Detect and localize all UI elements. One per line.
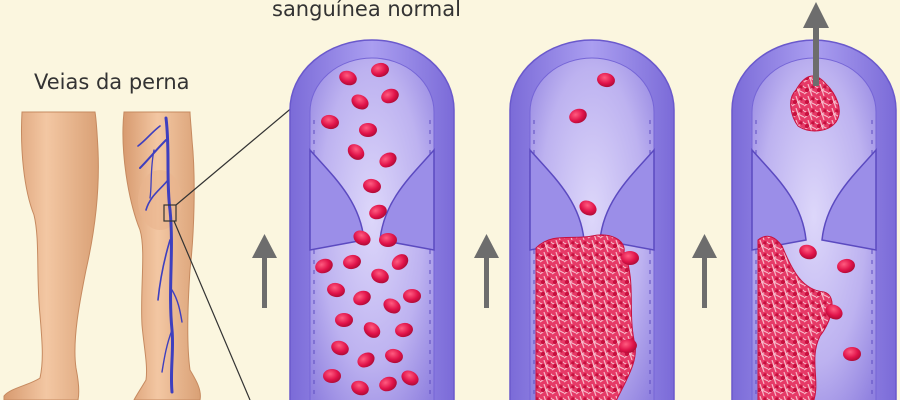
blood-cell bbox=[363, 322, 381, 338]
blood-cell bbox=[353, 230, 371, 246]
blood-cell bbox=[363, 178, 381, 194]
blood-cell bbox=[403, 289, 421, 303]
legs-illustration bbox=[3, 105, 295, 400]
blood-cell bbox=[371, 268, 389, 284]
blood-cell bbox=[357, 352, 375, 368]
blood-cell bbox=[335, 313, 353, 327]
detach-arrow bbox=[803, 2, 829, 86]
blood-cell bbox=[843, 347, 861, 361]
vein-panel-3 bbox=[731, 39, 897, 400]
blood-cell bbox=[621, 251, 639, 265]
valve-leaflet-left bbox=[751, 148, 807, 251]
blood-cell bbox=[353, 290, 371, 306]
blood-cell bbox=[825, 304, 843, 320]
valve-leaflet-right bbox=[821, 148, 877, 251]
zoom-line-top bbox=[175, 105, 295, 206]
blood-cell bbox=[331, 340, 349, 356]
blood-cell bbox=[369, 204, 387, 220]
blood-cell bbox=[343, 254, 361, 270]
flow-arrow-3 bbox=[692, 234, 717, 308]
blood-cell bbox=[401, 370, 419, 386]
blood-cell bbox=[351, 94, 369, 110]
blood-cell bbox=[347, 144, 365, 160]
top-caption: sanguínea normal bbox=[272, 0, 461, 21]
blood-cell bbox=[379, 376, 397, 392]
blood-cell bbox=[799, 244, 817, 260]
blood-clot bbox=[757, 235, 833, 400]
blood-cell bbox=[569, 108, 587, 124]
blood-cell bbox=[339, 70, 357, 86]
blood-cell bbox=[579, 200, 597, 216]
blood-cell bbox=[381, 88, 399, 104]
flow-arrow-2 bbox=[474, 234, 499, 308]
vein-panel-2 bbox=[509, 39, 675, 400]
blood-cell bbox=[379, 233, 397, 247]
leg-veins bbox=[137, 116, 183, 394]
vein-panels bbox=[289, 39, 897, 400]
blood-cell bbox=[379, 152, 397, 168]
zoom-marker bbox=[163, 204, 177, 222]
legs-caption: Veias da perna bbox=[34, 70, 190, 94]
blood-cell bbox=[359, 123, 377, 137]
blood-cell bbox=[351, 380, 369, 396]
vein-panel-1 bbox=[289, 39, 455, 400]
blood-cell bbox=[619, 338, 637, 354]
flow-arrow-1 bbox=[252, 234, 277, 308]
left-leg bbox=[3, 111, 99, 400]
blood-clot bbox=[535, 234, 636, 400]
blood-cell bbox=[323, 369, 341, 383]
blood-cell bbox=[315, 258, 333, 274]
blood-cell bbox=[327, 282, 345, 298]
blood-cell bbox=[383, 298, 401, 314]
blood-cell bbox=[837, 258, 855, 274]
zoom-line-bottom bbox=[173, 220, 251, 400]
blood-cell bbox=[391, 254, 409, 270]
flow-arrows bbox=[252, 234, 717, 308]
blood-cell bbox=[597, 72, 615, 88]
blood-cell bbox=[385, 348, 403, 364]
blood-cell bbox=[371, 62, 389, 78]
blood-cell bbox=[321, 114, 339, 130]
blood-cell bbox=[395, 322, 413, 338]
